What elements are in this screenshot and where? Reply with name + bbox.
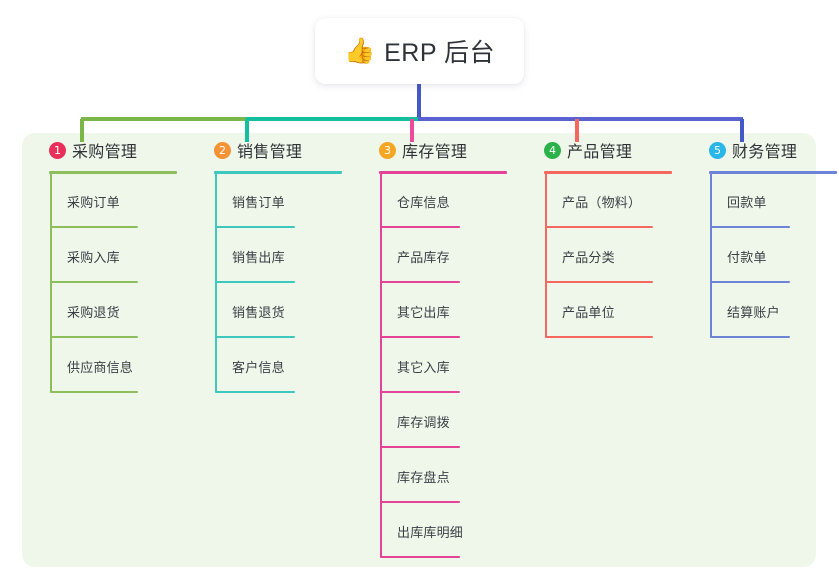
- list-item[interactable]: 采购订单: [50, 174, 138, 229]
- list-item-rule: [380, 226, 460, 228]
- list-item-rule: [380, 336, 460, 338]
- column-header-1[interactable]: 1 采购管理: [32, 133, 137, 167]
- column-5: 5 财务管理回款单付款单结算账户: [692, 133, 837, 338]
- list-item-rule: [215, 336, 295, 338]
- list-item[interactable]: 产品分类: [545, 229, 653, 284]
- list-item-rule: [215, 281, 295, 283]
- column-spine-1: [50, 174, 52, 392]
- column-container: 1 采购管理采购订单采购入库采购退货供应商信息 2 销售管理销售订单销售出库销售退货客…: [0, 133, 839, 567]
- column-badge-2: 2: [214, 141, 231, 159]
- list-item-rule: [50, 281, 138, 283]
- list-item-rule: [50, 226, 138, 228]
- column-badge-1: 1: [49, 141, 66, 159]
- list-item[interactable]: 回款单: [710, 174, 790, 229]
- column-header-rule-3: [379, 171, 507, 174]
- list-item[interactable]: 其它入库: [380, 339, 460, 394]
- list-item[interactable]: 销售出库: [215, 229, 295, 284]
- column-4: 4 产品管理产品（物料） 产品分类产品单位: [527, 133, 672, 338]
- list-item-rule: [380, 446, 460, 448]
- list-item[interactable]: 产品（物料）: [545, 174, 653, 229]
- list-item[interactable]: 仓库信息: [380, 174, 460, 229]
- list-item[interactable]: 库存调拨: [380, 394, 460, 449]
- list-item-label: 回款单: [727, 195, 767, 210]
- list-item-rule: [545, 336, 653, 338]
- list-item[interactable]: 采购入库: [50, 229, 138, 284]
- column-title-2: 销售管理: [237, 144, 303, 161]
- list-item[interactable]: 付款单: [710, 229, 790, 284]
- list-item-label: 销售退货: [232, 305, 285, 320]
- list-item-label: 产品分类: [562, 250, 615, 265]
- column-spine-4: [545, 174, 547, 337]
- list-item[interactable]: 产品单位: [545, 284, 653, 339]
- column-header-2[interactable]: 2 销售管理: [197, 133, 302, 167]
- list-item-rule: [710, 226, 790, 228]
- list-item[interactable]: 产品库存: [380, 229, 460, 284]
- list-item[interactable]: 供应商信息: [50, 339, 138, 394]
- list-item[interactable]: 结算账户: [710, 284, 790, 339]
- column-title-3: 库存管理: [402, 144, 468, 161]
- list-item-label: 客户信息: [232, 360, 285, 375]
- column-header-rule-5: [709, 171, 837, 174]
- list-item-label: 出库库明细: [397, 525, 464, 540]
- list-item-rule: [50, 336, 138, 338]
- column-1: 1 采购管理采购订单采购入库采购退货供应商信息: [32, 133, 177, 393]
- list-item-label: 库存调拨: [397, 415, 450, 430]
- list-item[interactable]: 其它出库: [380, 284, 460, 339]
- list-item-label: 结算账户: [727, 305, 780, 320]
- column-header-4[interactable]: 4 产品管理: [527, 133, 632, 167]
- column-title-1: 采购管理: [72, 144, 138, 161]
- list-item-rule: [215, 226, 295, 228]
- list-item-label: 产品库存: [397, 250, 450, 265]
- column-spine-3: [380, 174, 382, 557]
- root-node-content: 👍 ERP 后台: [344, 33, 495, 69]
- root-node-card: 👍 ERP 后台: [315, 18, 524, 84]
- list-item-label: 其它入库: [397, 360, 450, 375]
- column-3: 3 库存管理仓库信息产品库存其它出库其它入库库存调拨库存盘点出库库明细: [362, 133, 507, 558]
- column-spine-2: [215, 174, 217, 392]
- column-badge-3: 3: [379, 141, 396, 159]
- list-item-rule: [710, 281, 790, 283]
- list-item[interactable]: 销售退货: [215, 284, 295, 339]
- list-item-rule: [380, 501, 460, 503]
- list-item[interactable]: 销售订单: [215, 174, 295, 229]
- column-header-rule-1: [49, 171, 177, 174]
- list-item-rule: [380, 556, 460, 558]
- column-2: 2 销售管理销售订单销售出库销售退货客户信息: [197, 133, 342, 393]
- column-header-5[interactable]: 5 财务管理: [692, 133, 797, 167]
- list-item[interactable]: 库存盘点: [380, 449, 460, 504]
- list-item[interactable]: 采购退货: [50, 284, 138, 339]
- list-item-rule: [380, 281, 460, 283]
- column-header-rule-4: [544, 171, 672, 174]
- list-item-label: 采购订单: [67, 195, 120, 210]
- list-item-rule: [50, 391, 138, 393]
- diagram-panel-background: [22, 133, 816, 567]
- column-badge-5: 5: [709, 141, 726, 159]
- list-item-rule: [545, 226, 653, 228]
- list-item-label: 采购退货: [67, 305, 120, 320]
- list-item-label: 产品单位: [562, 305, 615, 320]
- list-item[interactable]: 客户信息: [215, 339, 295, 394]
- list-item-rule: [380, 391, 460, 393]
- column-header-3[interactable]: 3 库存管理: [362, 133, 467, 167]
- root-node-title: ERP 后台: [384, 39, 496, 67]
- column-spine-5: [710, 174, 712, 337]
- list-item-label: 产品（物料）: [562, 195, 642, 210]
- column-title-4: 产品管理: [567, 144, 633, 161]
- column-badge-4: 4: [544, 141, 561, 159]
- list-item-label: 付款单: [727, 250, 767, 265]
- column-header-rule-2: [214, 171, 342, 174]
- list-item-label: 供应商信息: [67, 360, 134, 375]
- list-item-rule: [215, 391, 295, 393]
- thumbs-up-icon: 👍: [343, 36, 376, 65]
- list-item[interactable]: 出库库明细: [380, 504, 464, 559]
- list-item-label: 库存盘点: [397, 470, 450, 485]
- list-item-label: 仓库信息: [397, 195, 450, 210]
- column-title-5: 财务管理: [732, 144, 798, 161]
- list-item-label: 销售订单: [232, 195, 285, 210]
- list-item-rule: [545, 281, 653, 283]
- list-item-label: 其它出库: [397, 305, 450, 320]
- list-item-label: 采购入库: [67, 250, 120, 265]
- list-item-label: 销售出库: [232, 250, 285, 265]
- list-item-rule: [710, 336, 790, 338]
